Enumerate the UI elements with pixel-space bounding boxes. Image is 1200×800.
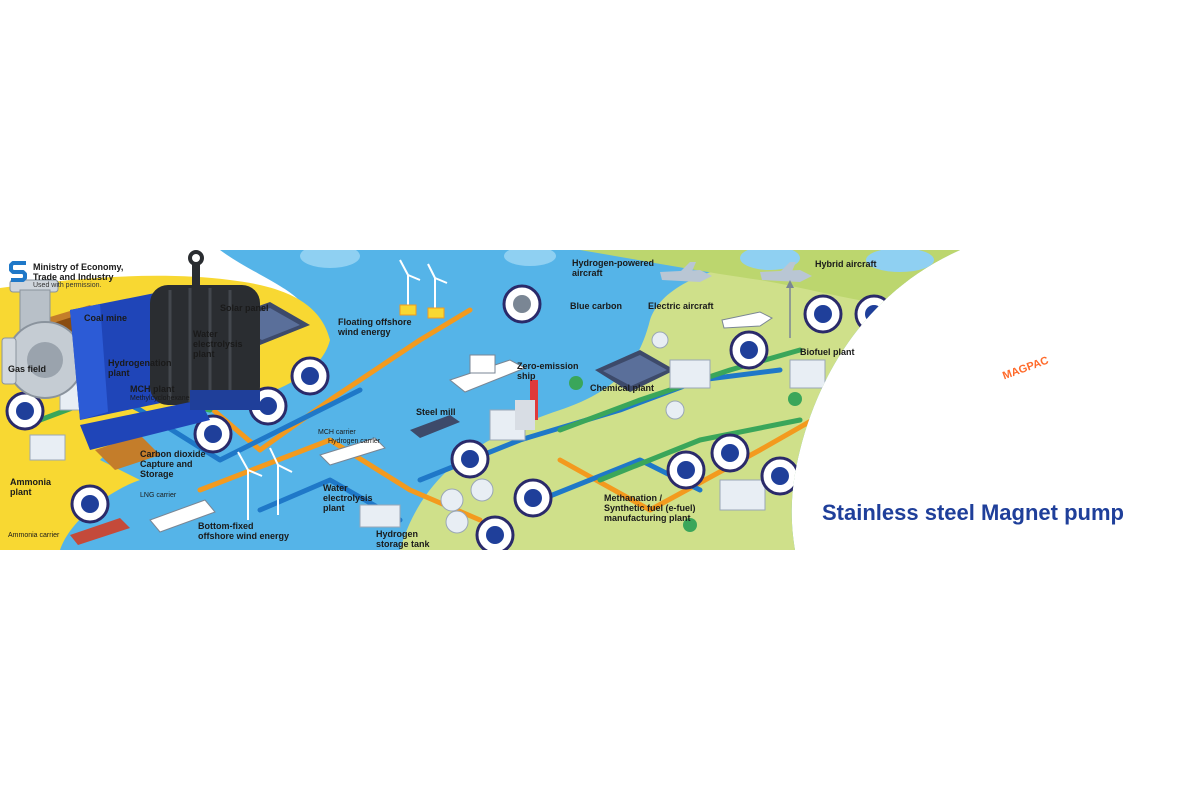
label-hydrogen-powered-aircraft: Hydrogen-powered aircraft bbox=[572, 258, 655, 278]
label-methylcyclohexane: Methylcyclohexane bbox=[130, 395, 190, 402]
label-coal-mine: Coal mine bbox=[84, 313, 128, 323]
label-hybrid-aircraft: Hybrid aircraft bbox=[815, 259, 877, 269]
magnet-pump-icon bbox=[1, 250, 260, 450]
ship-icon bbox=[70, 354, 527, 545]
label-mch-plant: MCH plant bbox=[130, 384, 175, 394]
logo-line-1: Ministry of Economy, bbox=[33, 262, 124, 272]
label-gas-field: Gas field bbox=[8, 364, 47, 374]
pipe-orange bbox=[557, 407, 833, 513]
label-lng-carrier: LNG carrier bbox=[140, 492, 177, 499]
label-solar-panel: Solar panel bbox=[220, 303, 269, 313]
label-ammonia-plant: Ammonia plant bbox=[10, 477, 52, 497]
logo-permission-note: Used with permission. bbox=[33, 282, 102, 289]
label-zero-emission-ship: Zero-emission ship bbox=[517, 361, 579, 381]
label-blue-carbon: Blue carbon bbox=[570, 301, 623, 311]
recycle-icon bbox=[569, 376, 802, 532]
label-hydrogenation-plant: Hydrogenation plant bbox=[108, 358, 172, 378]
label-hydrogen-carrier: Hydrogen carrier bbox=[328, 438, 381, 445]
product-title: Stainless steel Magnet pump bbox=[822, 500, 1124, 525]
label-electric-aircraft: Electric aircraft bbox=[648, 301, 714, 311]
label-mch-carrier: MCH carrier bbox=[318, 429, 356, 436]
coal-mine-icon bbox=[95, 435, 160, 470]
wind-turbine-icon bbox=[237, 259, 448, 520]
label-steel-mill: Steel mill bbox=[416, 407, 456, 417]
ministry-logo: Ministry of Economy, Trade and Industry … bbox=[8, 260, 138, 294]
label-ammonia-carrier: Ammonia carrier bbox=[8, 532, 60, 539]
aircraft-icon bbox=[660, 262, 812, 329]
pipe-green bbox=[597, 417, 803, 483]
label-floating-offshore-wind: Floating offshore wind energy bbox=[338, 317, 412, 337]
label-methanation-plant: Methanation / Synthetic fuel (e-fuel) ma… bbox=[604, 493, 696, 523]
steel-mill-icon bbox=[515, 380, 538, 430]
storage-tank-icon bbox=[440, 331, 685, 534]
label-hydrogen-storage-tank: Hydrogen storage tank bbox=[376, 529, 430, 549]
label-water-electrolysis-plant: Water electrolysis plant bbox=[193, 329, 243, 359]
energy-map-banner: Ministry of Economy, Trade and Industry … bbox=[0, 250, 1200, 550]
label-chemical-plant: Chemical plant bbox=[590, 383, 655, 393]
energy-map-illustration bbox=[0, 250, 960, 550]
label-biofuel-plant: Biofuel plant bbox=[800, 347, 855, 357]
pump-icon bbox=[5, 284, 894, 550]
pipe-orange bbox=[187, 307, 473, 453]
label-bottom-fixed-wind: Bottom-fixed offshore wind energy bbox=[198, 521, 290, 541]
label-water-electrolysis-plant-2: Water electrolysis plant bbox=[323, 483, 373, 513]
ministry-logo-icon bbox=[9, 261, 27, 282]
label-carbon-dioxide-storage: Carbon dioxide Capture and Storage bbox=[140, 449, 206, 479]
logo-line-2: Trade and Industry bbox=[33, 272, 114, 282]
